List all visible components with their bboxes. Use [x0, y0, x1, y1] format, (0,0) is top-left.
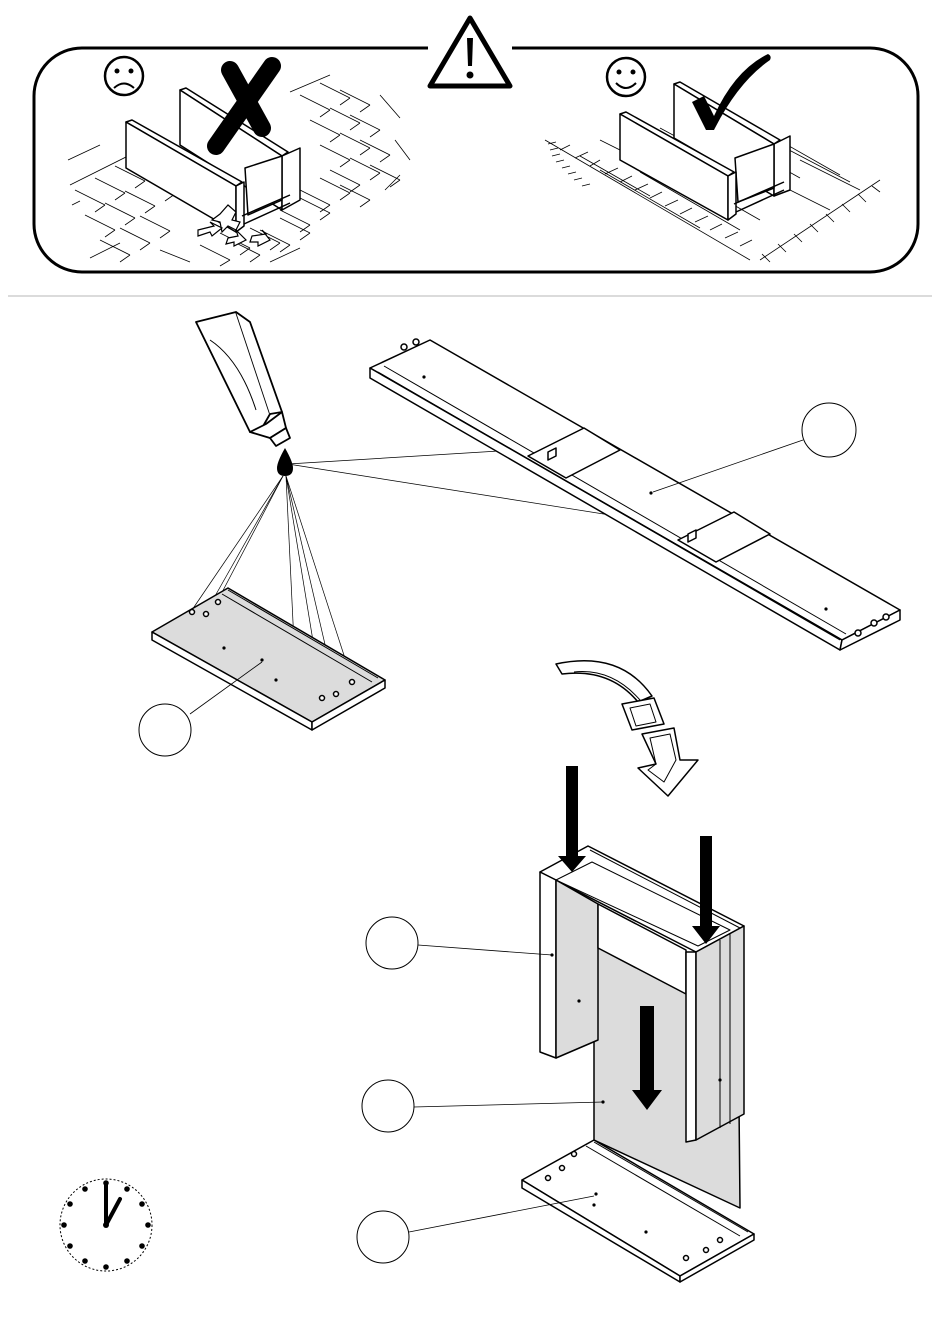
- bottom-panel-part: [152, 588, 385, 730]
- callout-top-rail: [802, 403, 856, 457]
- callout-side-frame: [366, 917, 418, 969]
- sad-face-icon: [105, 57, 143, 95]
- glue-drop: [277, 448, 293, 476]
- warning-panel: [34, 18, 918, 272]
- happy-face-icon: [607, 58, 645, 96]
- callout-back-panel: [362, 1080, 414, 1132]
- callout-base-panel: [357, 1211, 409, 1263]
- top-rail-part: [370, 339, 900, 650]
- callout-bottom-panel: [139, 704, 191, 756]
- clock-icon: [60, 1179, 152, 1271]
- glue-tube-icon: [196, 312, 290, 446]
